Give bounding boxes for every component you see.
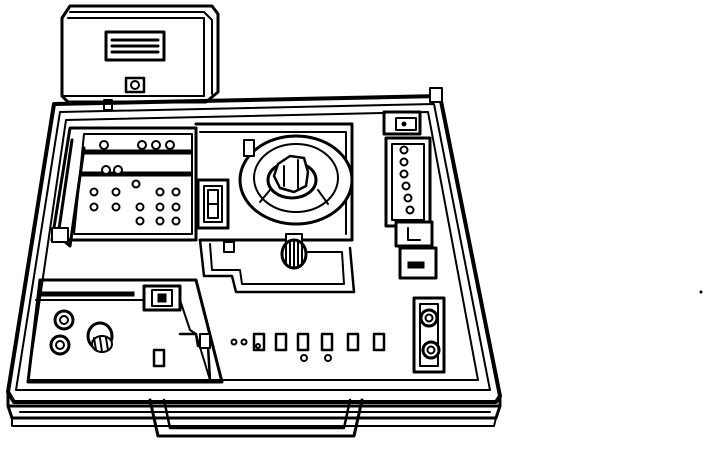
right-control-strip bbox=[382, 110, 438, 280]
storage-lid bbox=[60, 4, 220, 111]
left-control-module bbox=[50, 126, 198, 248]
rotary-knob-icon bbox=[280, 233, 308, 270]
stepped-channel bbox=[198, 238, 356, 294]
lid-label-plate bbox=[104, 30, 166, 62]
toggle-switch-icon bbox=[252, 332, 386, 352]
turntable-icon bbox=[238, 134, 354, 226]
lid-latch-icon bbox=[124, 76, 146, 94]
center-panel bbox=[194, 122, 356, 294]
indicator-lamp-icon bbox=[399, 145, 415, 215]
digital-display-icon bbox=[196, 178, 230, 230]
rotary-knob-icon bbox=[86, 321, 114, 353]
toggle-switch-icon bbox=[152, 348, 166, 368]
indicator-lamp-icon bbox=[99, 140, 175, 175]
switch-row bbox=[178, 332, 386, 382]
binding-post-icon bbox=[419, 308, 441, 360]
digital-display-icon bbox=[142, 284, 182, 312]
carry-handle bbox=[148, 398, 364, 438]
lower-left-module bbox=[26, 278, 224, 384]
module-latch bbox=[51, 138, 86, 248]
binding-post-icon bbox=[49, 309, 75, 356]
case-base bbox=[6, 390, 502, 438]
push-button-grid bbox=[89, 179, 181, 226]
output-jack-panel bbox=[412, 296, 446, 374]
